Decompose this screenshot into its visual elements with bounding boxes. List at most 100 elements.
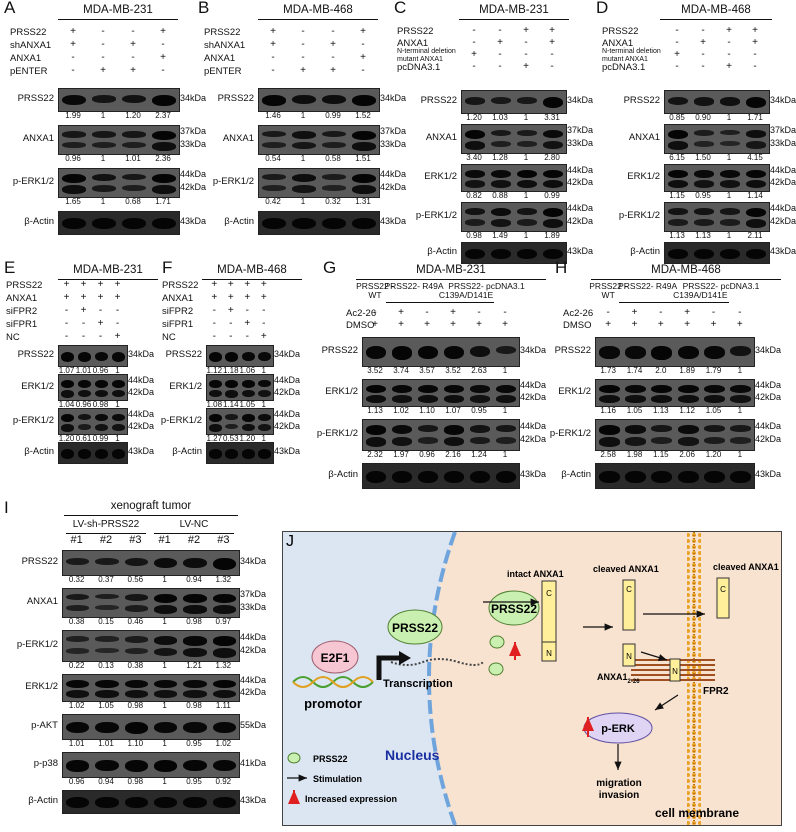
condition-label: ANXA1: [10, 53, 42, 64]
kda-marker: 42kDa: [520, 434, 547, 444]
condition-sign: -: [472, 37, 476, 48]
band: [212, 759, 237, 772]
band: [417, 425, 439, 433]
condition-label: DMSO: [346, 320, 375, 331]
band: [495, 470, 517, 483]
condition-label: ANXA1: [602, 38, 634, 49]
band: [95, 648, 119, 654]
condition-sign: -: [701, 49, 705, 60]
band: [745, 208, 767, 218]
blot-image: [258, 88, 380, 112]
condition-sign: +: [752, 25, 758, 36]
band-quantification: 1.13: [669, 231, 685, 240]
band: [183, 759, 207, 772]
condition-sign: -: [550, 49, 554, 60]
band: [677, 470, 699, 483]
kda-marker: 34kDa: [755, 345, 782, 355]
condition-sign: +: [227, 305, 234, 316]
band: [241, 423, 255, 432]
kda-marker: 44kDa: [770, 165, 796, 176]
condition-label: pcDNA3.1: [397, 62, 441, 73]
band: [94, 448, 109, 459]
band: [677, 395, 699, 404]
band-quantification: 1.31: [355, 197, 371, 206]
nuclear-membrane: [427, 531, 457, 826]
band: [703, 437, 726, 445]
group-label: PRSS22 -WT: [356, 281, 394, 300]
band: [730, 384, 752, 393]
band: [703, 470, 726, 483]
band: [693, 219, 715, 226]
condition-sign: +: [227, 279, 234, 290]
kda-marker: 42kDa: [770, 177, 796, 187]
band-quantification: 0.94: [98, 777, 114, 786]
band: [667, 248, 689, 259]
condition-sign: +: [114, 292, 121, 303]
band: [624, 384, 647, 393]
band: [443, 345, 465, 360]
band: [153, 594, 178, 604]
band: [60, 413, 75, 422]
band: [225, 413, 239, 420]
band-quantification: 1.89: [679, 366, 695, 375]
band: [469, 345, 491, 358]
prss22-nuclear-ellipse: [387, 609, 443, 645]
band-quantification: 0.99: [325, 111, 341, 120]
kda-marker: 33kDa: [567, 138, 594, 148]
kda-marker: 42kDa: [520, 392, 547, 402]
blot-image: [58, 168, 180, 198]
band-quantification: 1.05: [239, 400, 256, 409]
band-quantification: 0.98: [186, 701, 202, 710]
band-quantification: 1.01: [98, 739, 114, 748]
band: [730, 470, 752, 483]
band: [241, 389, 255, 398]
panel-letter: G: [323, 258, 337, 277]
blot-image: [461, 124, 567, 154]
band-quantification: 1.32: [215, 661, 232, 670]
blot-image: [258, 168, 380, 198]
band-quantification: 0.98: [466, 231, 482, 240]
band: [464, 169, 486, 178]
band: [60, 448, 75, 459]
condition-sign: -: [498, 61, 502, 72]
svg-text:C: C: [546, 589, 552, 598]
kda-marker: 42kDa: [755, 434, 782, 444]
blot-image: [461, 242, 567, 264]
blot-image: [664, 202, 770, 232]
band-quantification: 3.52: [367, 366, 383, 375]
band-quantification: 0.94: [186, 575, 202, 584]
condition-label: siFPR2: [162, 306, 194, 317]
band: [62, 95, 86, 106]
band: [65, 648, 90, 654]
blot-label: ERK1/2: [627, 171, 660, 182]
band-quantification: 1: [261, 434, 266, 443]
kda-marker: 44kDa: [240, 675, 267, 686]
blot-label: β-Actin: [328, 469, 358, 480]
condition-sign: +: [398, 319, 404, 330]
band-quantification: 0.13: [98, 661, 114, 670]
band: [94, 379, 109, 388]
kda-marker: 42kDa: [380, 182, 407, 192]
cleaved-anxa1-out-label: cleaved ANXA1: [713, 562, 779, 572]
blot-image: [206, 442, 274, 464]
condition-label: pENTER: [10, 66, 48, 77]
anxa1-frag-label: ANXA12-26: [597, 672, 640, 685]
band: [225, 379, 239, 388]
band: [464, 180, 486, 188]
band: [469, 425, 491, 433]
band: [258, 448, 272, 459]
band: [92, 131, 116, 138]
condition-sign: +: [244, 279, 251, 290]
band-quantification: 1.13: [653, 406, 669, 415]
band-quantification: 0.85: [669, 113, 685, 122]
blot-label: ANXA1: [22, 133, 54, 144]
blot-image: [595, 463, 755, 489]
band-quantification: 1.15: [653, 450, 669, 459]
band-quantification: 4.15: [747, 153, 763, 162]
band: [225, 423, 239, 430]
band: [153, 690, 178, 698]
cell-membrane-label: cell membrane: [655, 806, 739, 820]
band-quantification: 1: [502, 450, 508, 459]
